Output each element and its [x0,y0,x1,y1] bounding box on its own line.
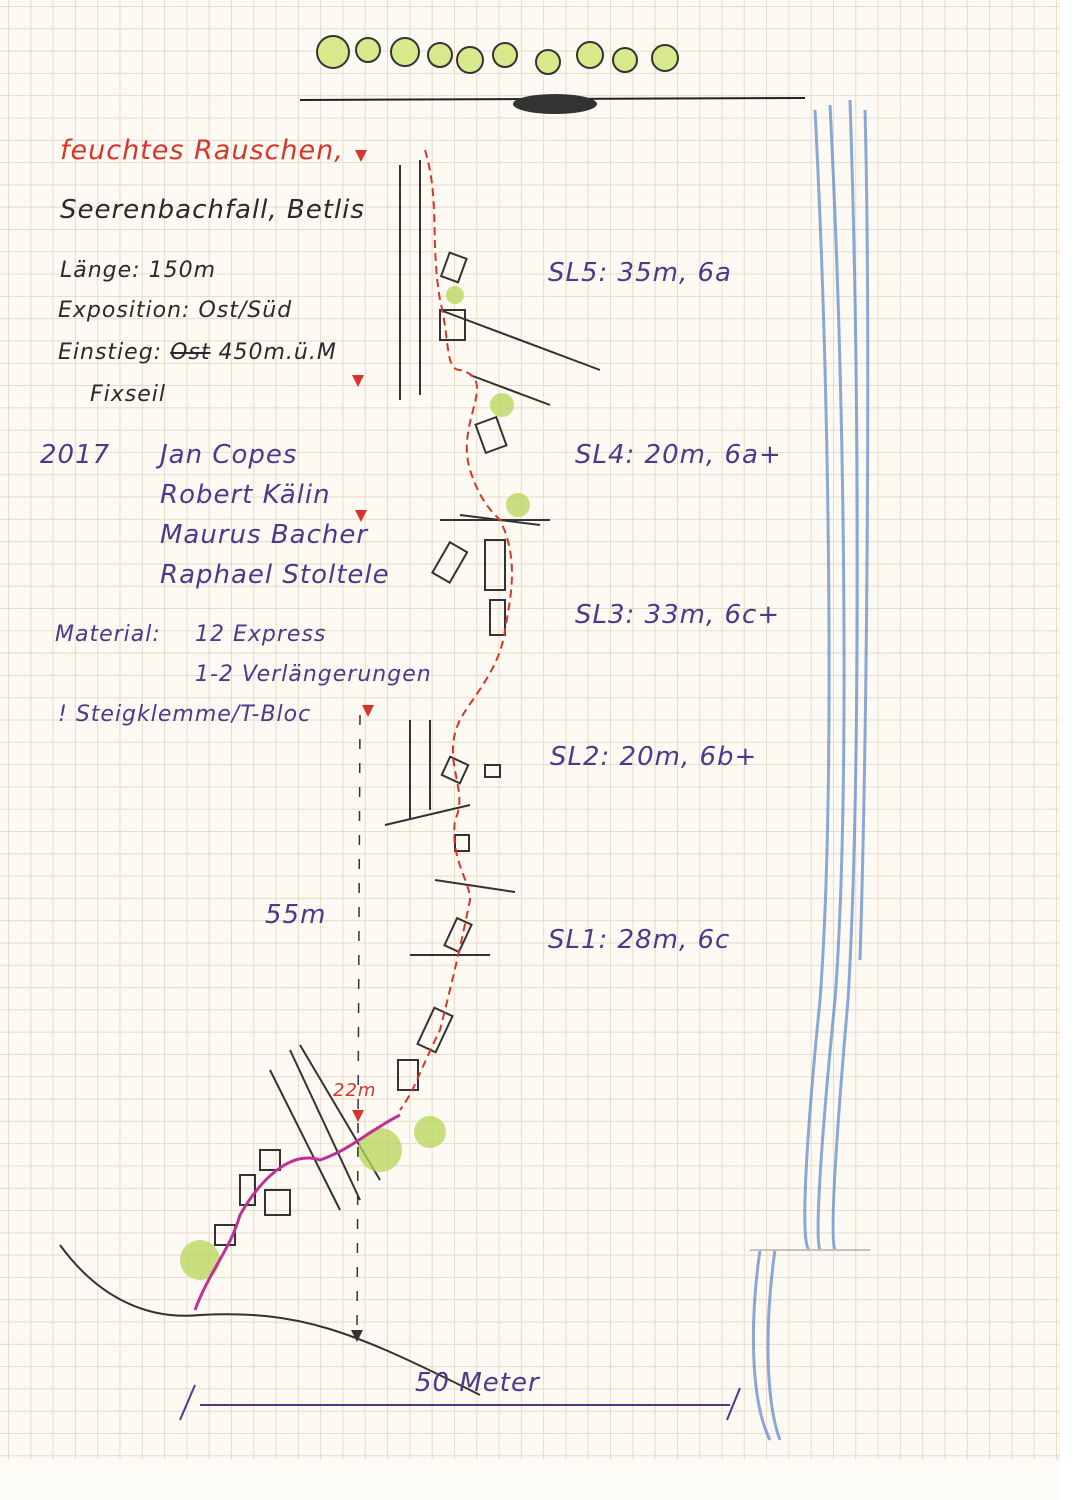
height-marker-line [356,714,361,1336]
trees [316,35,679,75]
approach-height: 55m [265,900,327,930]
belay-arrow-icons [352,150,374,1122]
scale-label: 50 Meter [415,1368,540,1398]
blocks [214,251,508,1246]
scan-edge [1060,0,1091,1500]
route-length: Länge: 150m [60,258,217,283]
entry-label: Einstieg: [58,340,163,365]
climber: Jan Copes [160,440,298,470]
route-name: feuchtes Rauschen, [60,135,344,166]
route-entry: Einstieg: Ost 450m.ü.M [58,340,337,365]
pitch-label: SL5: 35m, 6a [548,258,732,288]
material-note: ! Steigklemme/T-Bloc [58,702,312,727]
waterfall [750,99,870,1441]
material-label: Material: [55,622,161,647]
approach-pitch-length: 22m [333,1080,377,1101]
pitch-label: SL4: 20m, 6a+ [575,440,782,470]
climber: Maurus Bacher [160,520,369,550]
scale-bar [179,1384,741,1421]
graph-paper [0,0,1060,1460]
bushes [180,286,530,1280]
climber: Robert Kälin [160,480,331,510]
entry-value: 450m.ü.M [218,340,337,365]
height-arrow-icon [351,1330,363,1342]
first-ascent-year: 2017 [40,440,111,470]
entry-struck: Ost [170,340,211,365]
pool [513,94,597,114]
material-item: 1-2 Verlängerungen [195,662,432,687]
pitch-label: SL2: 20m, 6b+ [550,742,758,772]
route-line [399,149,513,1111]
approach-line [193,1113,401,1311]
material-item: 12 Express [195,622,327,647]
fixed-rope: Fixseil [90,382,167,407]
pitch-label: SL1: 28m, 6c [548,925,731,955]
climber: Raphael Stoltele [160,560,390,590]
cliff-sketch [59,160,601,1396]
location: Seerenbachfall, Betlis [60,195,365,225]
pitch-label: SL3: 33m, 6c+ [575,600,781,630]
route-exposure: Exposition: Ost/Süd [58,298,293,323]
